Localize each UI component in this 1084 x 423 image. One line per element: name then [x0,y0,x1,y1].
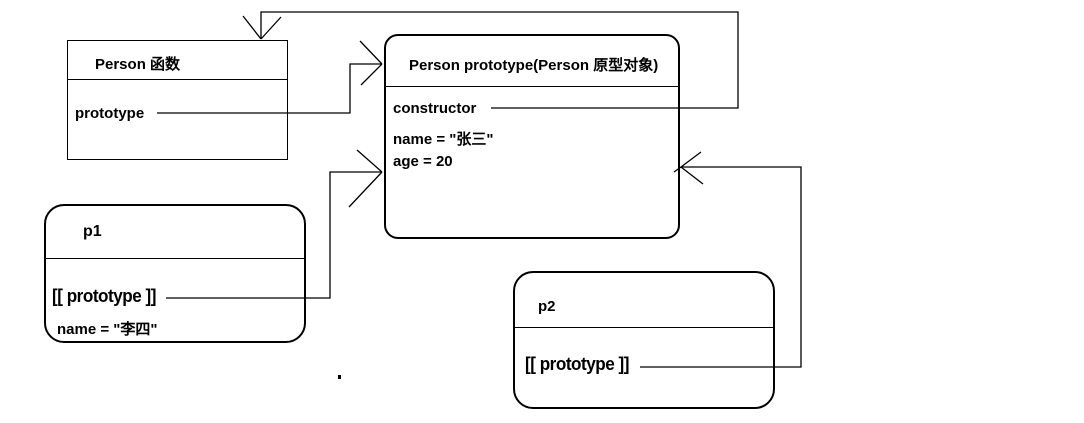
person-prototype-prop-constructor: constructor [393,100,477,117]
p2-prop-prototype: [[ prototype ]] [525,354,630,374]
person-prototype-prop-name: name = "张三" [393,131,494,148]
person-function-prop-prototype: prototype [75,105,145,122]
p1-box: p1 [[ prototype ]] name = "李四" [44,204,306,343]
p2-box: p2 [[ prototype ]] [513,271,775,409]
arrowhead-down-icon [242,15,282,40]
arrowhead-right-icon [348,149,383,208]
arrowhead-right-icon [359,40,383,86]
person-function-title: Person 函数 [95,56,181,73]
p1-prop-prototype: [[ prototype ]] [52,286,157,306]
person-prototype-box: Person prototype(Person 原型对象) constructo… [384,34,680,239]
stray-dot [338,375,341,379]
person-function-box: Person 函数 prototype [67,40,288,160]
p1-title: p1 [83,223,102,240]
person-prototype-title: Person prototype(Person 原型对象) [409,57,659,74]
p2-title: p2 [538,298,556,315]
person-prototype-prop-age: age = 20 [393,153,453,170]
p1-prop-name: name = "李四" [57,321,158,338]
